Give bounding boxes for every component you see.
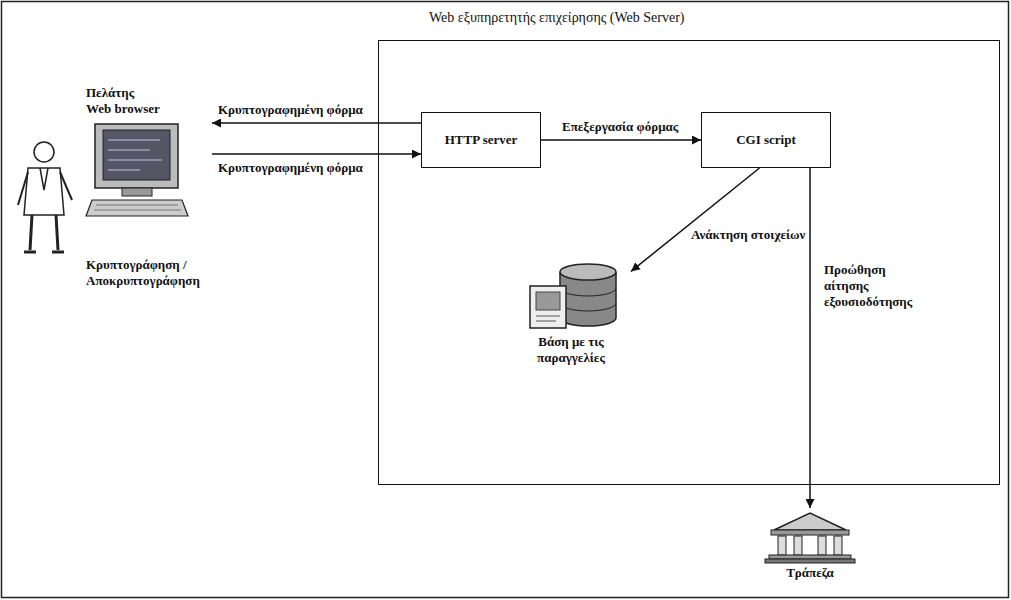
person-figure — [18, 142, 72, 252]
bank-entablature — [771, 530, 849, 535]
bank-node: Τράπεζα — [760, 508, 860, 596]
bank-column — [834, 536, 842, 555]
connector-arrow — [809, 168, 811, 508]
node-text: Τράπεζα — [760, 565, 860, 581]
computer-icon — [86, 124, 188, 216]
node-text: CGI script — [736, 132, 796, 148]
document-lines — [536, 316, 560, 321]
keyboard — [86, 200, 188, 216]
person-arms — [18, 172, 72, 205]
keyboard-keys — [94, 205, 181, 210]
edge-label: Κρυπτογραφημένη φόρμα — [216, 102, 365, 118]
person-jacket — [24, 168, 64, 215]
document-picture — [536, 292, 560, 310]
process-box: HTTP server — [421, 112, 541, 168]
client-station: ΠελάτηςWeb browserΚρυπτογράφηση / Αποκρυ… — [72, 85, 212, 290]
node-text: Web browser — [72, 101, 212, 117]
person-feet — [24, 251, 64, 254]
cylinder-bands — [560, 288, 616, 311]
connector-arrow — [212, 122, 421, 124]
bank-column — [794, 536, 802, 555]
person-tie — [40, 168, 48, 190]
person-head — [34, 142, 54, 162]
edge-label: Επεξεργασία φόρμας — [560, 119, 680, 135]
monitor-stand — [122, 188, 152, 196]
bank-column — [818, 536, 826, 555]
bank-column — [778, 536, 786, 555]
connector-arrow — [212, 153, 421, 155]
database-node: Βάση με τις παραγγελίες — [511, 256, 631, 366]
node-text: Κρυπτογράφηση / Αποκρυπτογράφηση — [72, 257, 212, 289]
node-text: Βάση με τις παραγγελίες — [511, 334, 631, 366]
edge-label: Προώθηση αίτησης εξουσιοδότησης — [822, 262, 930, 310]
screen-lines — [108, 140, 162, 170]
bank-step — [765, 559, 855, 563]
region-title: Web εξυπηρετητής επιχείρησης (Web Server… — [429, 10, 685, 26]
monitor-screen — [103, 130, 170, 180]
monitor-frame — [95, 124, 178, 188]
connector-arrow — [541, 139, 701, 141]
bank-icon — [765, 513, 855, 563]
bank-pediment — [774, 513, 846, 530]
bank-base — [769, 555, 851, 559]
edge-label: Κρυπτογραφημένη φόρμα — [216, 160, 365, 176]
cylinder-top — [560, 264, 616, 280]
node-text: Πελάτης — [72, 85, 212, 101]
person-legs — [30, 215, 58, 250]
connector-arrow — [631, 168, 760, 271]
edge-label: Ανάκτηση στοιχείων — [689, 227, 807, 243]
document — [530, 286, 566, 328]
database-icon — [530, 264, 616, 328]
process-box: CGI script — [701, 112, 831, 168]
node-text: HTTP server — [445, 132, 518, 148]
